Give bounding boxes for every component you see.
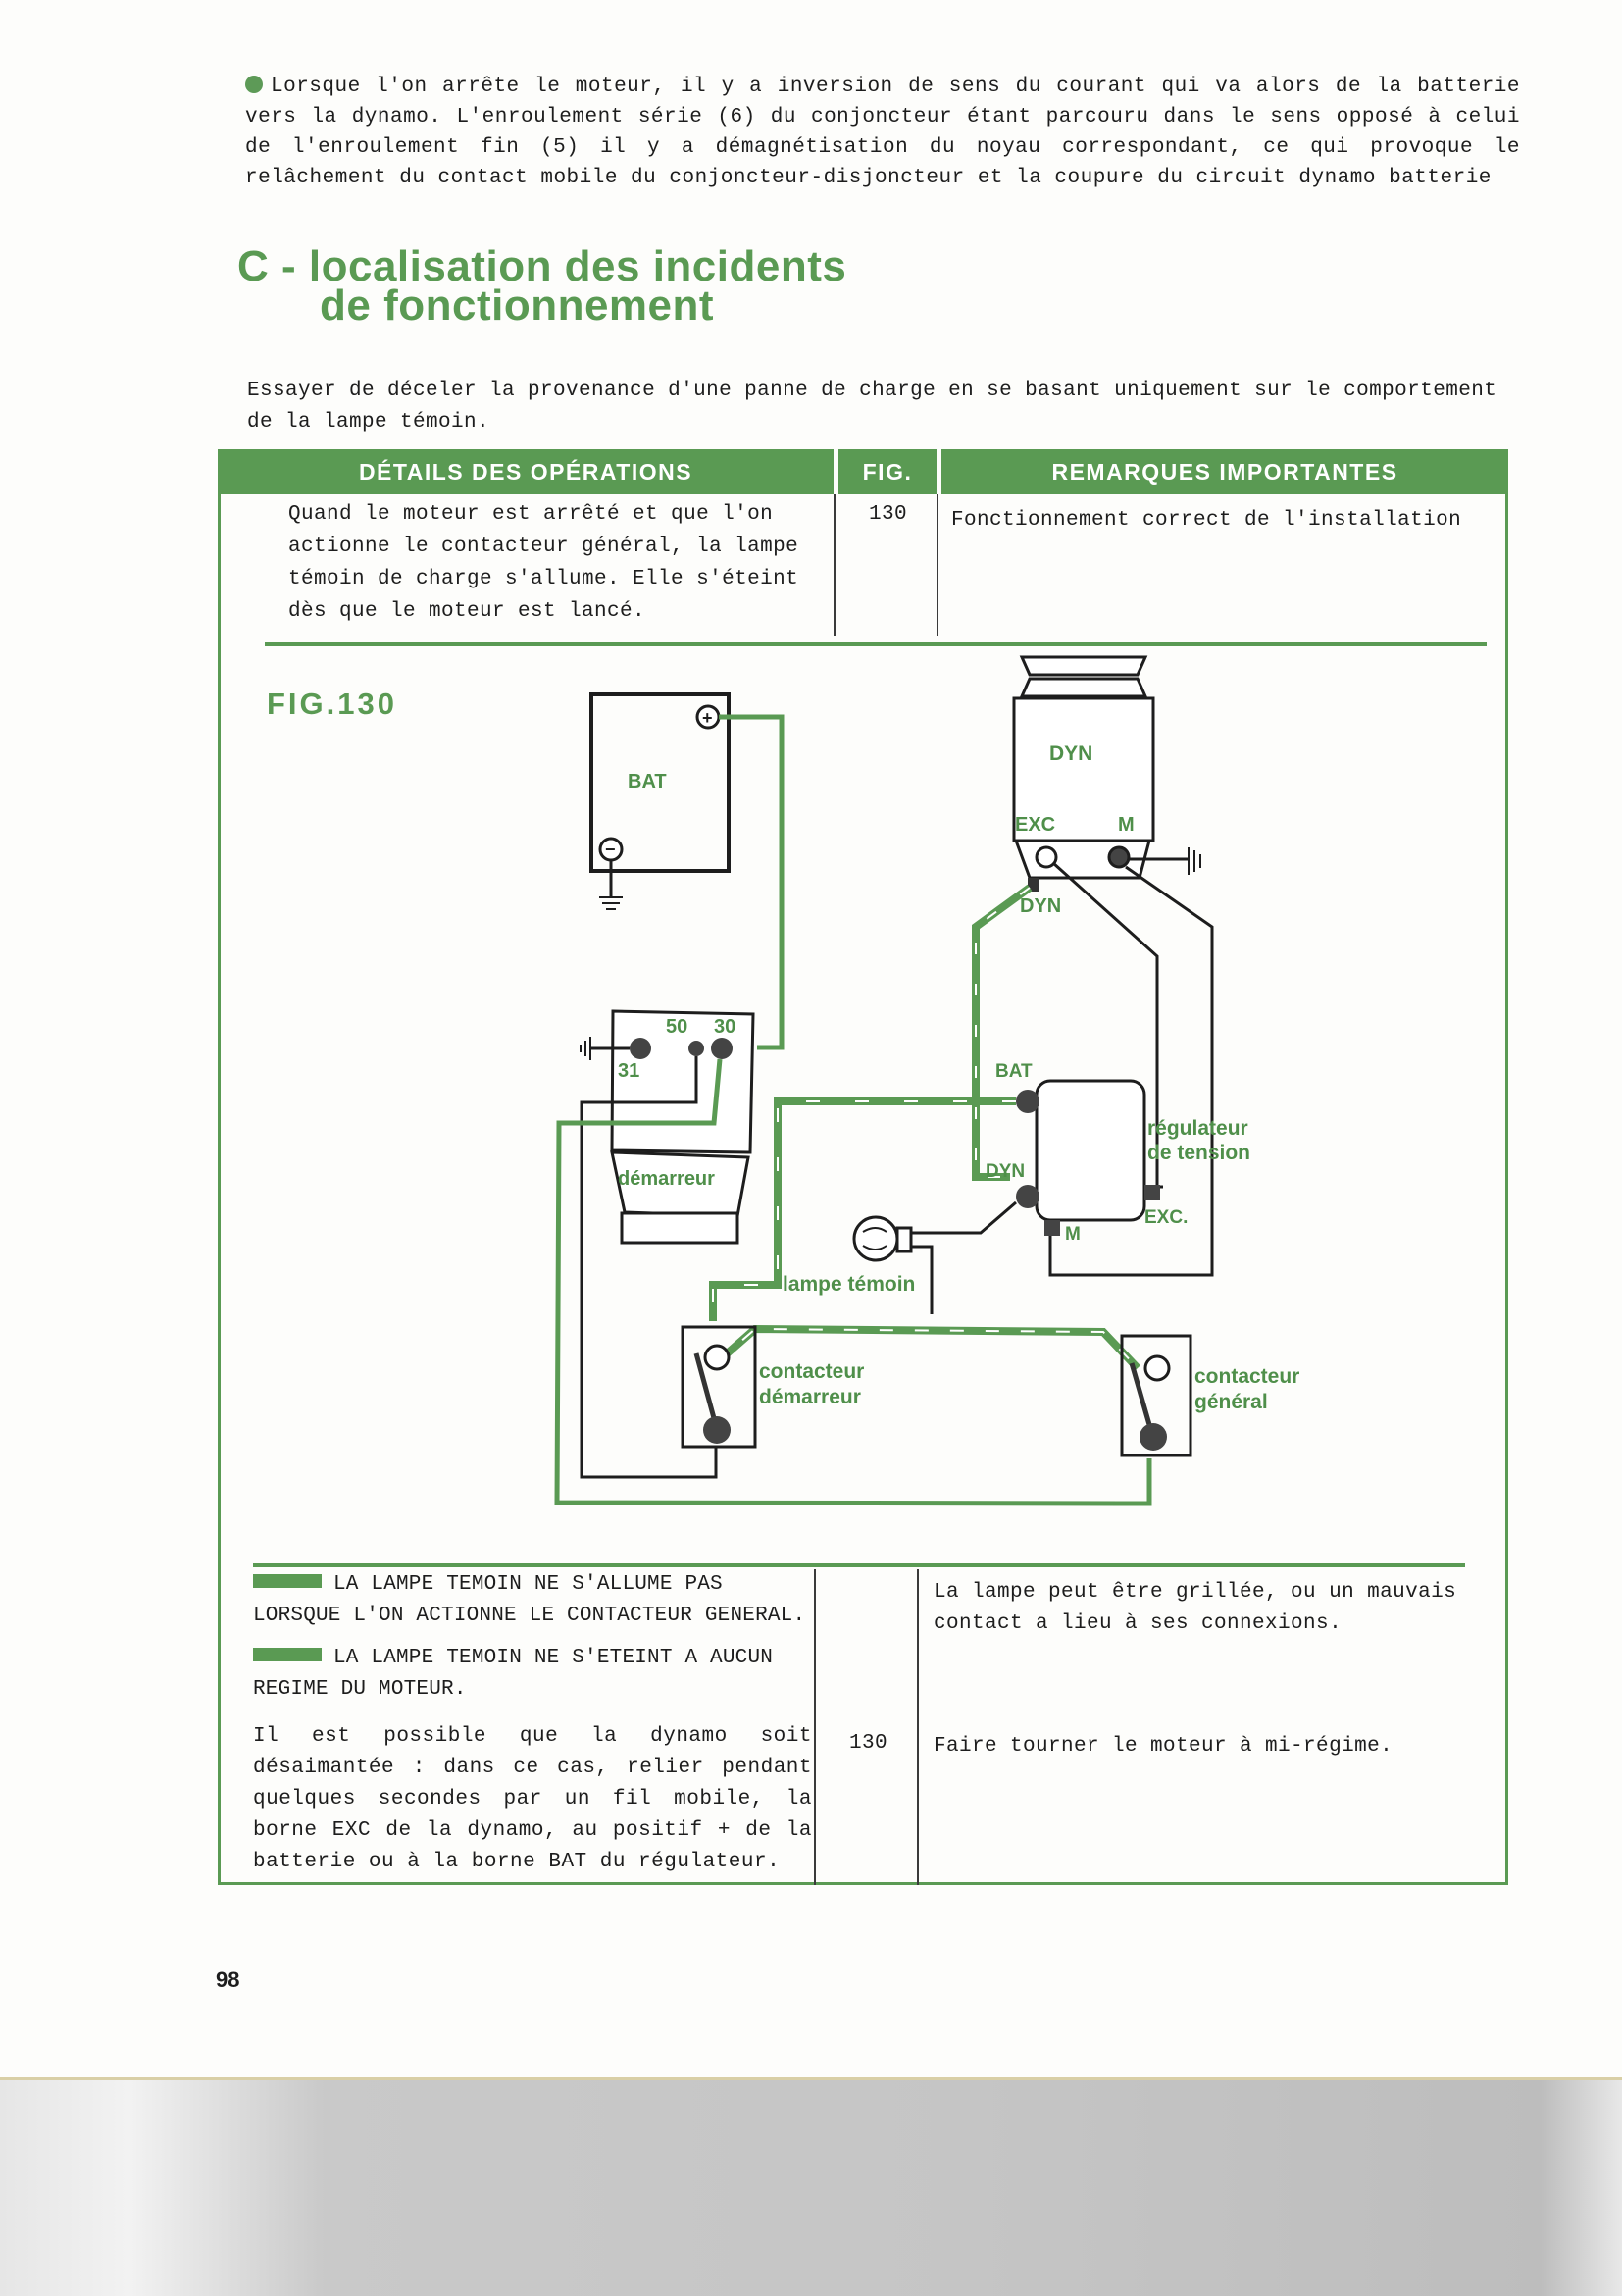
battery: + − BAT	[589, 692, 731, 910]
symptom-2-text: LA LAMPE TEMOIN NE S'ETEINT A AUCUN REGI…	[253, 1647, 774, 1701]
symptom-1-text: LA LAMPE TEMOIN NE S'ALLUME PAS LORSQUE …	[253, 1573, 806, 1627]
dynamo-body	[1012, 696, 1155, 842]
section-lead: Essayer de déceler la provenance d'une p…	[247, 380, 1497, 434]
lamp-bulb-icon	[852, 1215, 899, 1262]
table-row: Quand le moteur est arrêté et que l'on a…	[218, 494, 1508, 638]
starter-switch-label-1: contacteur	[759, 1360, 864, 1383]
wire-battery-to-starter	[719, 714, 785, 1050]
row-separator	[253, 1563, 1465, 1567]
row2-fig: 130	[849, 1732, 888, 1755]
regulator-label-2: de tension	[1147, 1142, 1250, 1164]
wire-starter-30	[554, 1058, 1152, 1506]
switch-lever-icon	[1129, 1362, 1153, 1429]
column-divider	[814, 1569, 816, 1885]
table-header: DÉTAILS DES OPÉRATIONS FIG. REMARQUES IM…	[218, 449, 1508, 494]
column-divider	[834, 494, 836, 636]
terminal-30-label: 30	[714, 1016, 735, 1038]
main-switch-label-2: général	[1194, 1391, 1268, 1413]
dynamo-ground-icon	[1188, 847, 1201, 875]
row2-symptom-2: LA LAMPE TEMOIN NE S'ETEINT A AUCUN REGI…	[253, 1643, 812, 1706]
starter-switch: contacteur démarreur	[681, 1325, 864, 1449]
dynamo-m-terminal-icon	[1107, 845, 1131, 869]
terminal-50-label: 50	[666, 1016, 687, 1038]
intro-text: Lorsque l'on arrête le moteur, il y a in…	[245, 76, 1520, 189]
column-divider	[917, 1569, 919, 1885]
main-switch: contacteur général	[1120, 1334, 1299, 1457]
reg-exc-label: EXC.	[1144, 1207, 1188, 1228]
reg-m-label: M	[1065, 1224, 1081, 1245]
dynamo-pulley-icon	[1019, 655, 1148, 698]
header-fig: FIG.	[838, 449, 937, 494]
row2-remark-1: La lampe peut être grillée, ou un mauvai…	[934, 1581, 1457, 1635]
terminal-30-icon	[711, 1038, 733, 1059]
switch-lever-icon	[693, 1352, 717, 1419]
starter-ground-icon	[580, 1037, 591, 1060]
wire-m	[1048, 865, 1214, 1277]
header-details: DÉTAILS DES OPÉRATIONS	[218, 449, 834, 494]
row2-symptom-1: LA LAMPE TEMOIN NE S'ALLUME PAS LORSQUE …	[253, 1569, 812, 1632]
regulator-box	[1035, 1079, 1146, 1222]
regulator-label-1: régulateur	[1147, 1117, 1248, 1140]
row-separator	[265, 642, 1487, 646]
wire-starter-50	[580, 1056, 718, 1479]
page-number: 98	[216, 1967, 240, 1992]
minus-sign: −	[605, 840, 616, 859]
table-frame	[218, 449, 1508, 1885]
battery-label: BAT	[628, 771, 667, 792]
wire-dynamo-to-regulator	[972, 884, 1033, 1181]
dyn-terminal-label: DYN	[1020, 895, 1061, 917]
regulator-m-terminal	[1044, 1220, 1060, 1236]
regulator: BAT DYN EXC. M régulateur de tension	[986, 1061, 1250, 1245]
reg-dyn-label: DYN	[986, 1161, 1025, 1182]
dynamo-dyn-terminal	[1028, 878, 1039, 892]
row1-details: Quand le moteur est arrêté et que l'on a…	[288, 503, 799, 623]
heading-line-1: C - localisation des incidents	[237, 242, 847, 290]
row1-fig: 130	[869, 503, 908, 526]
section-heading: C - localisation des incidents de foncti…	[237, 245, 846, 330]
regulator-dyn-terminal-icon	[1016, 1185, 1039, 1208]
starter-label: démarreur	[618, 1168, 715, 1190]
battery-box	[589, 692, 731, 873]
main-switch-label-1: contacteur	[1194, 1365, 1299, 1388]
lamp-label: lampe témoin	[783, 1273, 915, 1296]
main-switch-box	[1120, 1334, 1192, 1457]
row1-remark: Fonctionnement correct de l'installation	[951, 509, 1462, 532]
reg-bat-label: BAT	[995, 1061, 1033, 1082]
starter-motor: 50 30 31 démarreur	[580, 1009, 755, 1245]
intro-paragraph: Lorsque l'on arrête le moteur, il y a in…	[245, 72, 1520, 193]
regulator-exc-terminal	[1144, 1185, 1160, 1200]
regulator-bat-terminal-icon	[1016, 1090, 1039, 1113]
column-divider	[937, 494, 938, 636]
green-bullet-icon	[245, 76, 263, 93]
plus-sign: +	[702, 708, 713, 728]
heading-line-2: de fonctionnement	[320, 281, 715, 330]
row2-remark-2: Faire tourner le moteur à mi-régime.	[934, 1735, 1394, 1758]
exc-label: EXC	[1015, 814, 1055, 836]
figure-label: FIG.130	[267, 687, 397, 721]
scan-background	[0, 2077, 1622, 2296]
green-marker-icon	[253, 1574, 322, 1588]
header-remarks: REMARQUES IMPORTANTES	[941, 449, 1508, 494]
row2-details: Il est possible que la dynamo soit désai…	[253, 1725, 812, 1873]
m-label: M	[1118, 814, 1135, 836]
dynamo-exc-terminal-icon	[1035, 845, 1058, 869]
green-marker-icon	[253, 1648, 322, 1661]
warning-lamp: lampe témoin	[783, 1200, 1017, 1314]
starter-switch-box	[681, 1325, 757, 1449]
terminal-31-icon	[630, 1038, 651, 1059]
terminal-31-label: 31	[618, 1060, 639, 1082]
starter-switch-label-2: démarreur	[759, 1386, 861, 1408]
dynamo: DYN EXC M DYN	[1012, 655, 1201, 917]
ground-icon	[599, 896, 623, 910]
terminal-50-icon	[688, 1041, 704, 1056]
dynamo-label: DYN	[1049, 742, 1092, 765]
